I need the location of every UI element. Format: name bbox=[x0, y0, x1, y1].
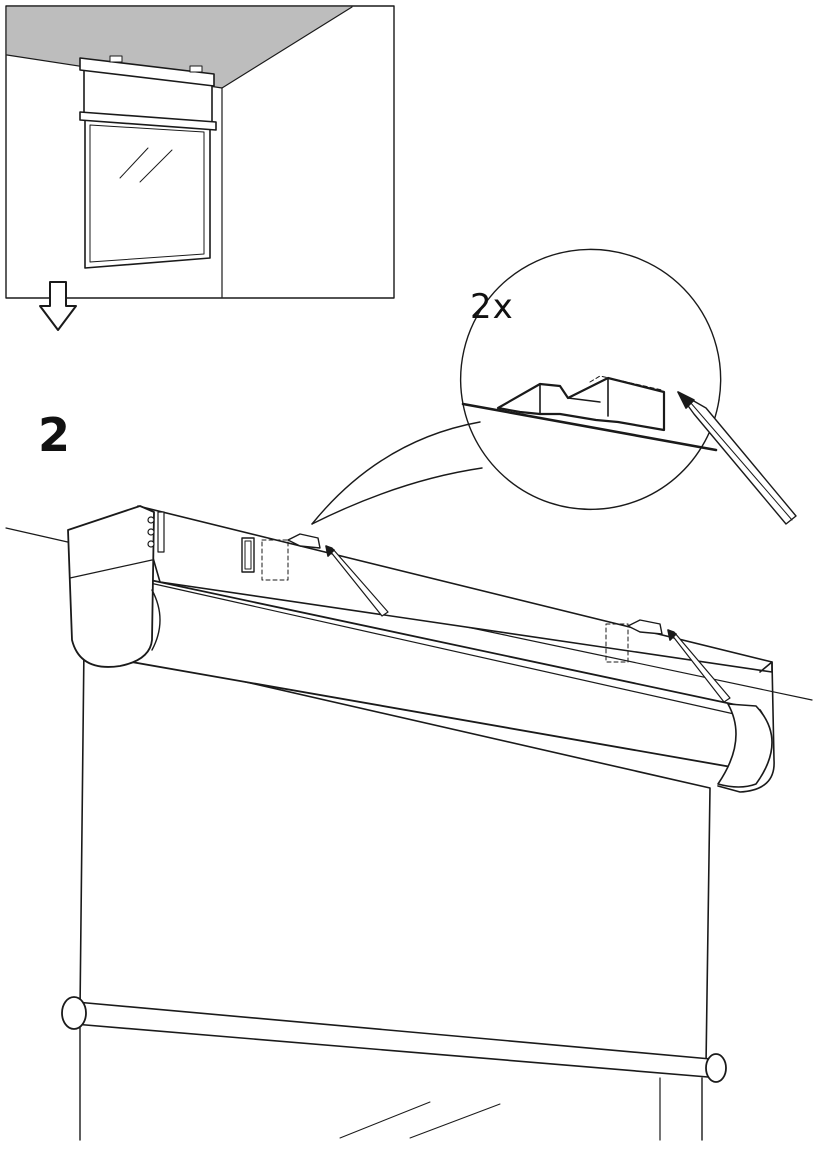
quantity-label: 2x bbox=[470, 287, 514, 327]
roller-blind-icon bbox=[61, 505, 775, 1141]
room-window-blind-overview bbox=[5, 5, 395, 299]
step-number: 2 bbox=[38, 408, 71, 462]
detail-callout-icon bbox=[311, 248, 797, 525]
pencil-icon bbox=[677, 391, 797, 525]
down-arrow-icon bbox=[39, 281, 77, 331]
